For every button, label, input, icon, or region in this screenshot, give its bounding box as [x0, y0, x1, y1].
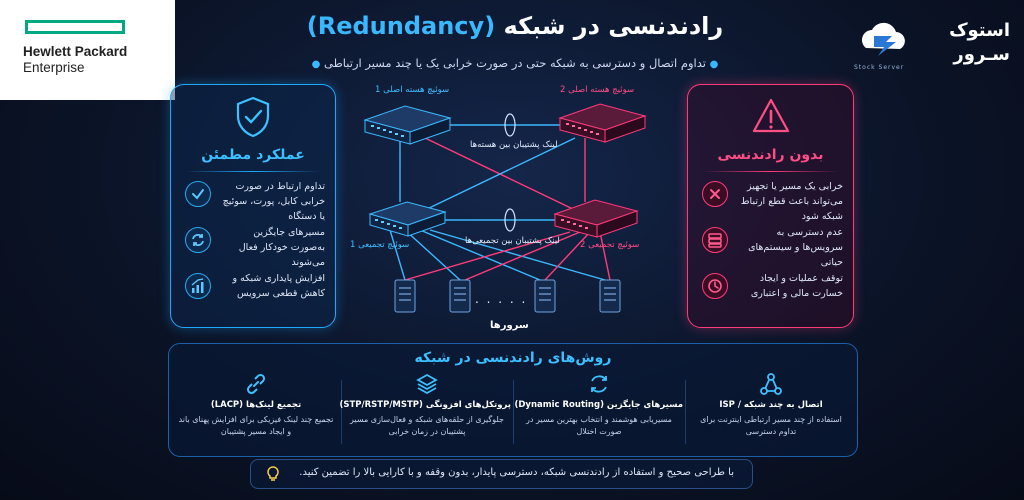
list-item-text: عدم دسترسی به سرویس‌ها و سیستم‌های حیاتی: [748, 227, 843, 268]
no-redundancy-card: بدون رادندنسی خرابی یک مسیر یا تجهیز می‌…: [687, 84, 854, 328]
footer-text: با طراحی صحیح و استفاده از رادندنسی شبکه…: [299, 467, 734, 478]
brand-line1: استوک: [949, 20, 1010, 41]
lightbulb-icon: [267, 466, 279, 481]
method-title: مسیرهای جایگزین (Dynamic Routing): [514, 400, 683, 410]
server-rack: [599, 279, 621, 313]
right-card-title: بدون رادندنسی: [717, 147, 824, 163]
bullet-dot-icon: ●: [311, 59, 321, 70]
list-item: مسیرهای جایگزین به‌صورت خودکار فعال می‌ش…: [179, 225, 327, 268]
shield-check-icon: [236, 96, 270, 138]
redundancy-methods-panel: روش‌های رادندنسی در شبکه تجمیع لینک‌ها (…: [168, 343, 858, 457]
method-dynamic-routing: مسیرهای جایگزین (Dynamic Routing) مسیریا…: [514, 372, 683, 452]
reliable-operation-card: عملکرد مطمئن تداوم ارتباط در صورت خرابی …: [170, 84, 336, 328]
aggregation-backup-link-label: لینک پشتیبان بین تجمیعی‌ها: [465, 236, 560, 246]
method-title: تجمیع لینک‌ها (LACP): [210, 400, 302, 410]
aggregation-switch-2-label: سوئیچ تجمیعی 2: [580, 240, 640, 250]
method-title: پروتکل‌های افزونگی (STP/RSTP/MSTP): [339, 400, 511, 410]
check-circle-icon: [185, 181, 211, 207]
aggregation-switch-1-label: سوئیچ تجمیعی 1: [350, 240, 410, 250]
network-topology-diagram: سوئیچ هسته اصلی 1 سوئیچ هسته اصلی 2 لینک…: [345, 80, 675, 345]
list-item-text: افزایش پایداری شبکه و کاهش قطعی سرویس: [232, 273, 325, 299]
core-switch-2-label: سوئیچ هسته اصلی 2: [560, 85, 635, 95]
method-lacp: تجمیع لینک‌ها (LACP) تجمیع چند لینک فیزی…: [172, 372, 340, 452]
chart-up-icon: [185, 273, 211, 299]
list-item: عدم دسترسی به سرویس‌ها و سیستم‌های حیاتی: [696, 225, 845, 268]
divider: [702, 171, 839, 172]
server-rack: [449, 279, 471, 313]
divider: [513, 380, 514, 444]
aggregation-switch-2: [553, 199, 639, 238]
layers-icon: [416, 373, 438, 395]
core-switch-1-label: سوئیچ هسته اصلی 1: [375, 85, 450, 95]
database-icon: [702, 227, 728, 253]
server-rack: [534, 279, 556, 313]
method-description: جلوگیری از حلقه‌های شبکه و فعال‌سازی مسی…: [350, 415, 504, 436]
servers-ellipsis: . . . . .: [475, 292, 528, 306]
method-stp: پروتکل‌های افزونگی (STP/RSTP/MSTP) جلوگی…: [339, 372, 511, 452]
hpe-logo-mark: [25, 20, 125, 34]
divider: [185, 171, 321, 172]
list-item: افزایش پایداری شبکه و کاهش قطعی سرویس: [179, 271, 327, 311]
core-backup-link-label: لینک پشتیبان بین هسته‌ها: [470, 140, 558, 150]
title-en: (Redundancy): [306, 12, 496, 40]
list-item-text: تداوم ارتباط در صورت خرابی کابل، پورت، س…: [222, 181, 325, 222]
hpe-logo-line2: Enterprise: [23, 60, 85, 75]
brand-line2: سـرور: [953, 44, 1010, 65]
bullet-dot-icon: ●: [709, 59, 719, 70]
subtitle-text: تداوم اتصال و دسترسی به شبکه حتی در صورت…: [324, 56, 706, 70]
list-item-text: مسیرهای جایگزین به‌صورت خودکار فعال می‌ش…: [238, 227, 325, 268]
clock-icon: [702, 273, 728, 299]
server-rack: [394, 279, 416, 313]
methods-title: روش‌های رادندنسی در شبکه: [414, 350, 612, 366]
list-item-text: توقف عملیات و ایجاد خسارت مالی و اعتباری: [750, 273, 843, 299]
list-item: تداوم ارتباط در صورت خرابی کابل، پورت، س…: [179, 179, 327, 222]
divider: [341, 380, 342, 444]
page-title: رادندنسی در شبکه (Redundancy): [300, 12, 730, 40]
list-item: توقف عملیات و ایجاد خسارت مالی و اعتباری: [696, 271, 845, 311]
hpe-logo: Hewlett Packard Enterprise: [0, 0, 175, 100]
method-description: استفاده از چند مسیر ارتباطی اینترنت برای…: [700, 415, 842, 436]
core-switch-2: [558, 103, 647, 143]
brand-subtitle: Stock Server: [854, 64, 905, 71]
method-title: اتصال به چند شبکه / ISP: [719, 400, 823, 410]
divider: [685, 380, 686, 444]
aggregation-switch-1: [368, 201, 447, 237]
method-multi-isp: اتصال به چند شبکه / ISP استفاده از چند م…: [687, 372, 855, 452]
servers-label: سرورها: [490, 320, 529, 331]
link-icon: [246, 373, 266, 395]
page-subtitle: ● تداوم اتصال و دسترسی به شبکه حتی در صو…: [290, 56, 740, 70]
title-fa: رادندنسی در شبکه: [503, 12, 724, 40]
topology-lines: [363, 103, 647, 313]
list-item: خرابی یک مسیر یا تجهیز می‌تواند باعث قطع…: [696, 179, 845, 222]
method-description: مسیریابی هوشمند و انتخاب بهترین مسیر در …: [526, 415, 672, 436]
footer-note: با طراحی صحیح و استفاده از رادندنسی شبکه…: [250, 459, 753, 489]
list-item-text: خرابی یک مسیر یا تجهیز می‌تواند باعث قطع…: [740, 181, 843, 222]
warning-icon: [752, 98, 789, 133]
sync-icon: [185, 227, 211, 253]
x-circle-icon: [702, 181, 728, 207]
hpe-logo-line1: Hewlett Packard: [23, 44, 128, 59]
stock-server-logo: استوک سـرور Stock Server: [854, 18, 1014, 74]
left-card-title: عملکرد مطمئن: [201, 147, 305, 163]
swap-icon: [591, 375, 607, 393]
network-icon: [760, 373, 782, 395]
method-description: تجمیع چند لینک فیزیکی برای افزایش پهنای …: [178, 415, 334, 436]
core-switch-1: [363, 105, 452, 145]
cloud-server-icon: [862, 22, 905, 56]
